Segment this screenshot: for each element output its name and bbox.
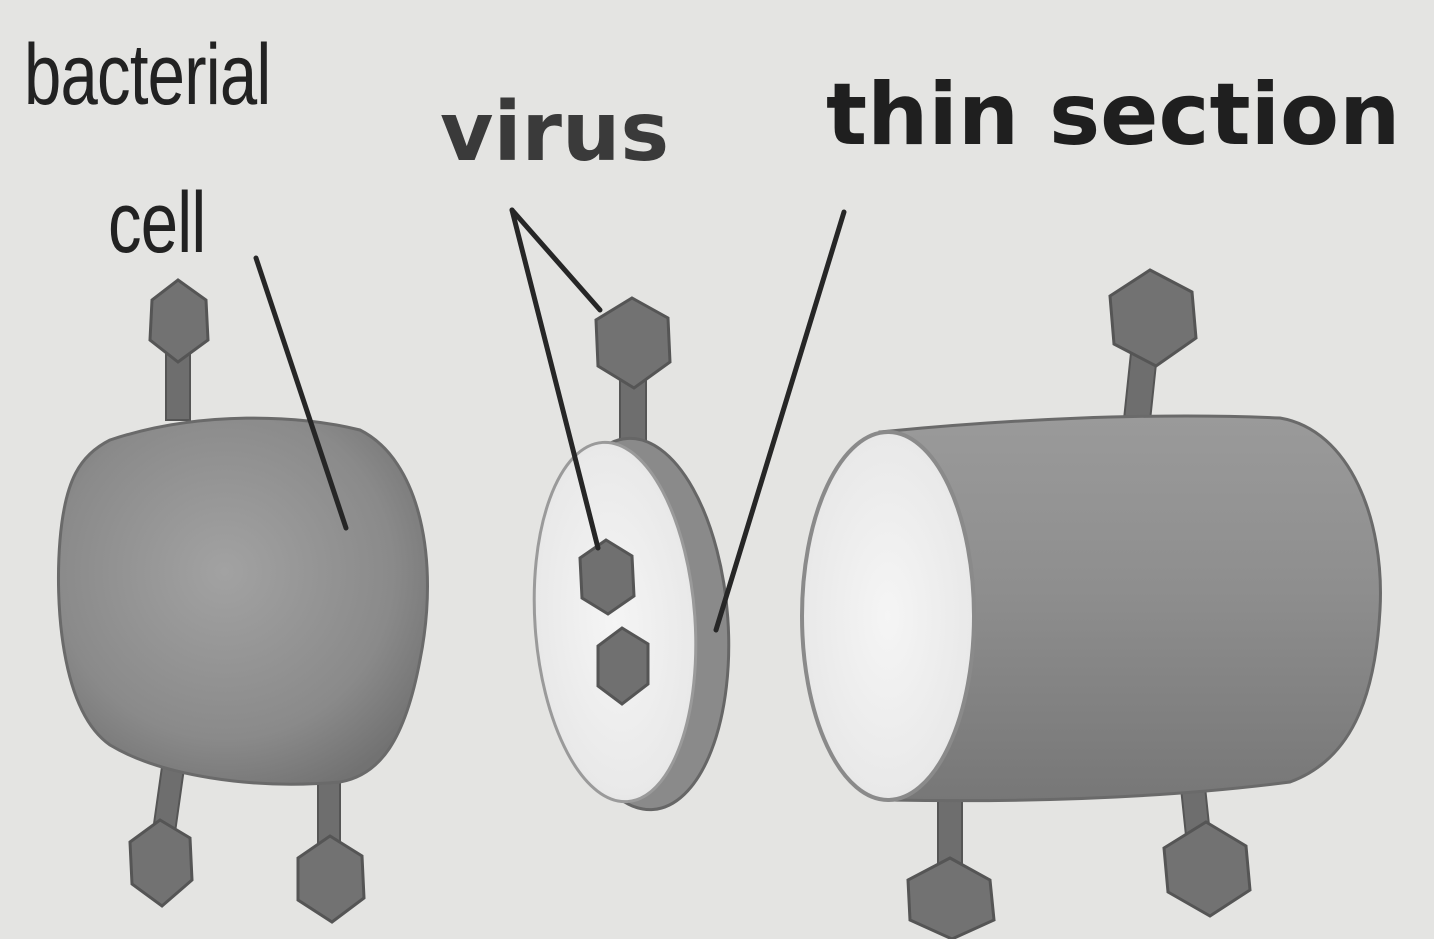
label-cell: cell (108, 180, 206, 266)
virus-section-top (596, 298, 670, 450)
virus-left-bottom-2 (298, 780, 364, 922)
virus-right-bottom-2 (1164, 779, 1250, 916)
right-cell-cut-face (802, 432, 974, 800)
virus-right-bottom-1 (908, 790, 994, 939)
left-bacterial-cell-group (58, 280, 427, 922)
right-bacterial-cell-group (802, 270, 1380, 939)
label-bacterial: bacterial (24, 32, 271, 118)
label-thin-section: thin section (826, 72, 1400, 158)
label-virus: virus (440, 92, 669, 174)
virus-in-section-1 (580, 540, 634, 614)
virus-left-bottom-1 (130, 759, 192, 906)
virus-left-top (150, 280, 208, 420)
left-cell-body (58, 418, 427, 784)
virus-right-top (1110, 270, 1196, 425)
